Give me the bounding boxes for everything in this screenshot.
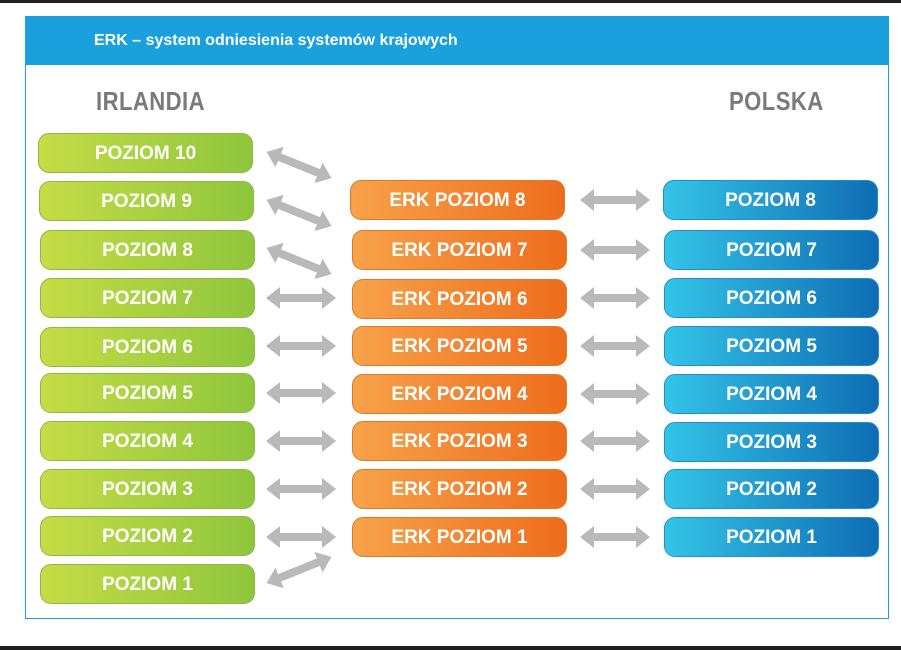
erk-level-8: ERK POZIOM 8 [350,180,565,220]
diagram-header: ERK – system odniesienia systemów krajow… [26,17,888,65]
bottom-border [0,646,901,650]
erk-level-5: ERK POZIOM 5 [352,326,567,366]
erk-level-2: ERK POZIOM 2 [352,469,567,509]
irlandia-level-8: POZIOM 8 [40,230,255,270]
polska-level-8: POZIOM 8 [663,180,878,220]
polska-level-7: POZIOM 7 [664,230,879,270]
irlandia-level-10: POZIOM 10 [38,133,253,173]
erk-level-4: ERK POZIOM 4 [352,374,567,414]
irlandia-level-5: POZIOM 5 [40,373,255,413]
erk-level-6: ERK POZIOM 6 [352,279,567,319]
irlandia-level-2: POZIOM 2 [40,516,255,556]
polska-level-6: POZIOM 6 [664,278,879,318]
irlandia-level-1: POZIOM 1 [40,564,255,604]
polska-level-3: POZIOM 3 [664,422,879,462]
polska-level-2: POZIOM 2 [664,469,879,509]
polska-level-4: POZIOM 4 [664,374,879,414]
irlandia-level-6: POZIOM 6 [40,327,255,367]
header-title: ERK – system odniesienia systemów krajow… [94,32,458,49]
erk-level-7: ERK POZIOM 7 [352,230,567,270]
erk-level-3: ERK POZIOM 3 [352,421,567,461]
column-title-polska: POLSKA [729,86,824,116]
erk-level-1: ERK POZIOM 1 [352,517,567,557]
irlandia-level-9: POZIOM 9 [39,181,254,221]
irlandia-level-3: POZIOM 3 [40,469,255,509]
polska-level-1: POZIOM 1 [664,517,879,557]
irlandia-level-7: POZIOM 7 [40,278,255,318]
polska-level-5: POZIOM 5 [664,326,879,366]
irlandia-level-4: POZIOM 4 [40,421,255,461]
column-title-irlandia: IRLANDIA [96,86,205,116]
top-border [0,0,901,3]
